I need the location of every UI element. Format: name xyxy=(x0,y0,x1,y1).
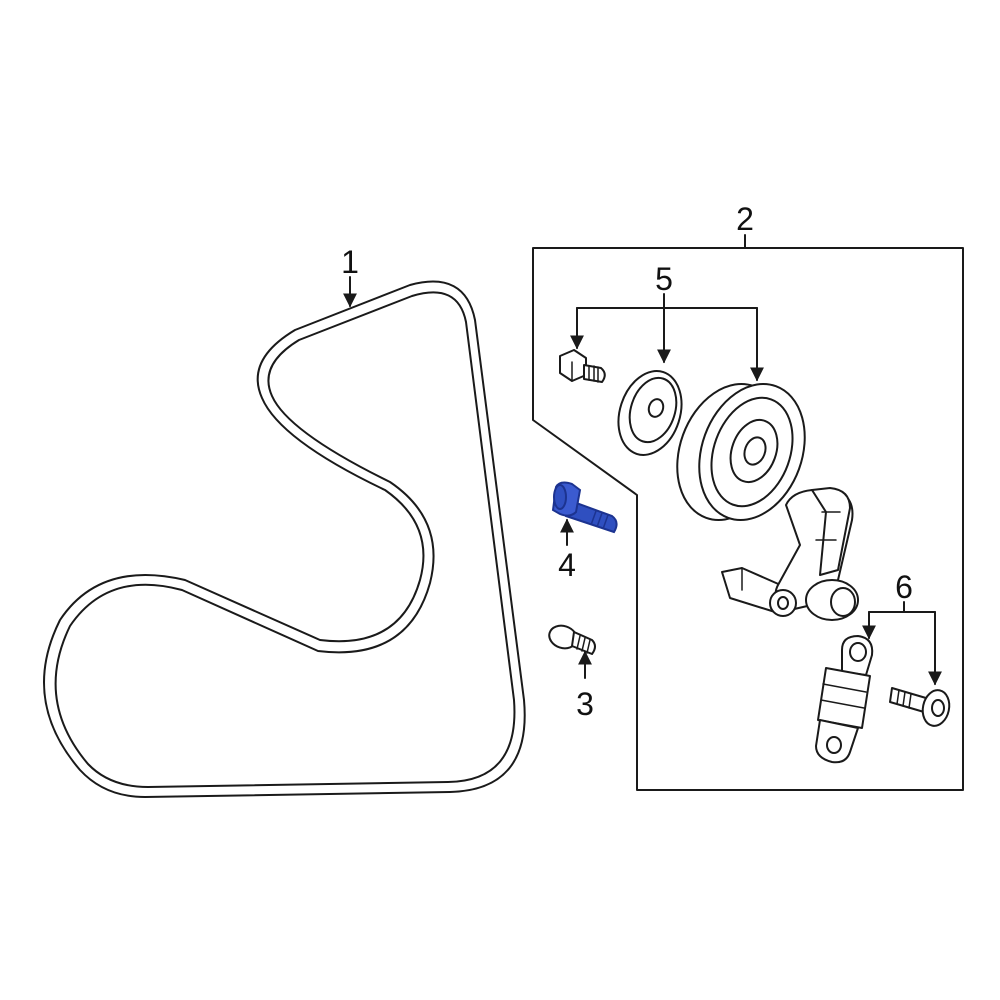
callout-label-1: 1 xyxy=(341,244,359,280)
callout-6 xyxy=(862,601,942,686)
highlighted-bolt[interactable] xyxy=(551,481,618,534)
callout-label-6: 6 xyxy=(895,569,913,605)
tensioner-assembly-box xyxy=(532,234,964,791)
idler-pulley[interactable] xyxy=(659,369,823,535)
tensioner-damper[interactable] xyxy=(815,635,874,764)
callout-label-2: 2 xyxy=(736,201,754,237)
serpentine-belt[interactable] xyxy=(43,280,526,798)
tensioner-arm[interactable] xyxy=(721,487,859,621)
pulley-bolt[interactable] xyxy=(559,349,606,383)
damper-bolt[interactable] xyxy=(889,687,952,729)
highlighted-bolt-shank xyxy=(564,498,618,534)
dust-shield[interactable] xyxy=(608,363,692,463)
callout-label-3: 3 xyxy=(576,686,594,722)
callout-5 xyxy=(570,293,764,382)
lower-bolt[interactable] xyxy=(546,622,596,655)
callout-label-4: 4 xyxy=(558,547,576,583)
callout-label-5: 5 xyxy=(655,261,673,297)
